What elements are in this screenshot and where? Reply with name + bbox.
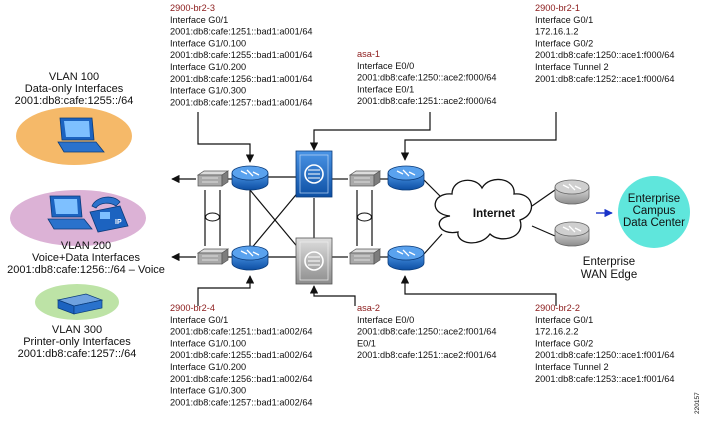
interface-line: Interface G1/0.100 — [170, 338, 246, 348]
interface-line: Interface G1/0.100 — [170, 38, 246, 48]
vlan-text: Voice+Data Interfaces — [32, 252, 140, 264]
vlan-text: 2001:db8:cafe:1257::/64 — [18, 348, 137, 360]
interface-line: Interface Tunnel 2 — [535, 62, 609, 72]
router-br2-2-icon — [387, 245, 425, 271]
interface-line: E0/1 — [357, 338, 376, 348]
device-name: asa-1 — [357, 49, 380, 59]
interface-line: Interface G1/0.200 — [170, 362, 246, 372]
switch-icon — [349, 248, 381, 265]
interface-line: 2001:db8:cafe:1251::ace2:f001/64 — [357, 350, 496, 360]
interface-line: 2001:db8:cafe:1250::ace1:f001/64 — [535, 350, 674, 360]
router-br2-3-icon — [231, 165, 269, 191]
internet-label: Internet — [473, 208, 515, 220]
interface-line: 2001:db8:cafe:1256::bad1:a002/64 — [170, 374, 313, 384]
interface-line: Interface E0/0 — [357, 315, 414, 325]
interface-line: Interface G0/1 — [535, 15, 593, 25]
router-br2-4-icon — [231, 245, 269, 271]
switch-icon — [197, 170, 229, 187]
device-name: 2900-br2-3 — [170, 3, 215, 13]
interface-line: 172.16.2.2 — [535, 327, 578, 337]
vlan-text: Printer-only Interfaces — [23, 336, 131, 348]
interface-line: 2001:db8:cafe:1252::ace1:f000/64 — [535, 74, 674, 84]
campus-text: Enterprise — [628, 193, 680, 205]
interface-line: 2001:db8:cafe:1250::ace2:f001/64 — [357, 327, 496, 337]
interface-line: 2001:db8:cafe:1255::bad1:a002/64 — [170, 350, 313, 360]
callout-leaders — [197, 112, 557, 306]
vlan-text: Data-only Interfaces — [25, 83, 124, 95]
switch-icon — [197, 248, 229, 265]
device-name: 2900-br2-2 — [535, 303, 580, 313]
interface-line: 172.16.1.2 — [535, 27, 578, 37]
router-br2-1-icon — [387, 165, 425, 191]
ip-phone-label: IP — [115, 219, 122, 226]
laptop-icon — [47, 195, 93, 230]
switch-icon — [349, 170, 381, 187]
vlan-text: VLAN 300 — [52, 324, 102, 336]
device-name: 2900-br2-4 — [170, 303, 215, 313]
interface-line: Interface G0/1 — [170, 315, 228, 325]
ip-phone-icon: IP — [89, 196, 129, 233]
campus-text: Campus — [633, 205, 676, 217]
interface-line: Interface G0/1 — [535, 315, 593, 325]
vlan-text: VLAN 100 — [49, 71, 99, 83]
internet-cloud-icon — [434, 178, 532, 244]
interface-line: 2001:db8:cafe:1251::bad1:a002/64 — [170, 327, 313, 337]
interface-line: 2001:db8:cafe:1253::ace1:f001/64 — [535, 374, 674, 384]
interface-line: Interface Tunnel 2 — [535, 362, 609, 372]
interface-line: Interface G0/1 — [170, 15, 228, 25]
interface-line: 2001:db8:cafe:1256::bad1:a001/64 — [170, 74, 313, 84]
firewall-asa-2-icon — [295, 237, 333, 285]
firewall-asa-1-icon — [295, 150, 333, 198]
campus-text: Data Center — [623, 217, 685, 229]
wan-edge-router-icon — [554, 179, 590, 205]
device-name: 2900-br2-1 — [535, 3, 580, 13]
wan-edge-router-icon — [554, 221, 590, 247]
vlan-text: 2001:db8:cafe:1255::/64 — [15, 95, 134, 107]
interface-line: 2001:db8:cafe:1257::bad1:a001/64 — [170, 97, 313, 107]
connector-lines — [171, 174, 613, 262]
interface-line: 2001:db8:cafe:1255::bad1:a001/64 — [170, 50, 313, 60]
interface-line: Interface E0/1 — [357, 84, 414, 94]
interface-line: Interface G0/2 — [535, 338, 593, 348]
laptop-icon — [57, 117, 105, 153]
interface-line: 2001:db8:cafe:1251::ace2:f000/64 — [357, 96, 496, 106]
vlan-text: 2001:db8:cafe:1256::/64 – Voice — [7, 264, 165, 276]
interface-line: 2001:db8:cafe:1250::ace1:f000/64 — [535, 50, 674, 60]
campus-data-center-icon — [618, 176, 690, 248]
interface-line: Interface G1/0.300 — [170, 386, 246, 396]
printer-icon — [56, 293, 104, 315]
interface-line: 2001:db8:cafe:1250::ace2:f000/64 — [357, 73, 496, 83]
interface-line: Interface G1/0.200 — [170, 62, 246, 72]
interface-line: 2001:db8:cafe:1257::bad1:a002/64 — [170, 397, 313, 407]
wan-edge-text: WAN Edge — [581, 269, 637, 281]
device-name: asa-2 — [357, 303, 380, 313]
interface-line: Interface G1/0.300 — [170, 86, 246, 96]
interface-line: 2001:db8:cafe:1251::bad1:a001/64 — [170, 27, 313, 37]
figure-id: 220157 — [694, 392, 701, 414]
wan-edge-text: Enterprise — [583, 256, 635, 268]
interface-line: Interface E0/0 — [357, 61, 414, 71]
interface-line: Interface G0/2 — [535, 38, 593, 48]
vlan-text: VLAN 200 — [61, 240, 111, 252]
